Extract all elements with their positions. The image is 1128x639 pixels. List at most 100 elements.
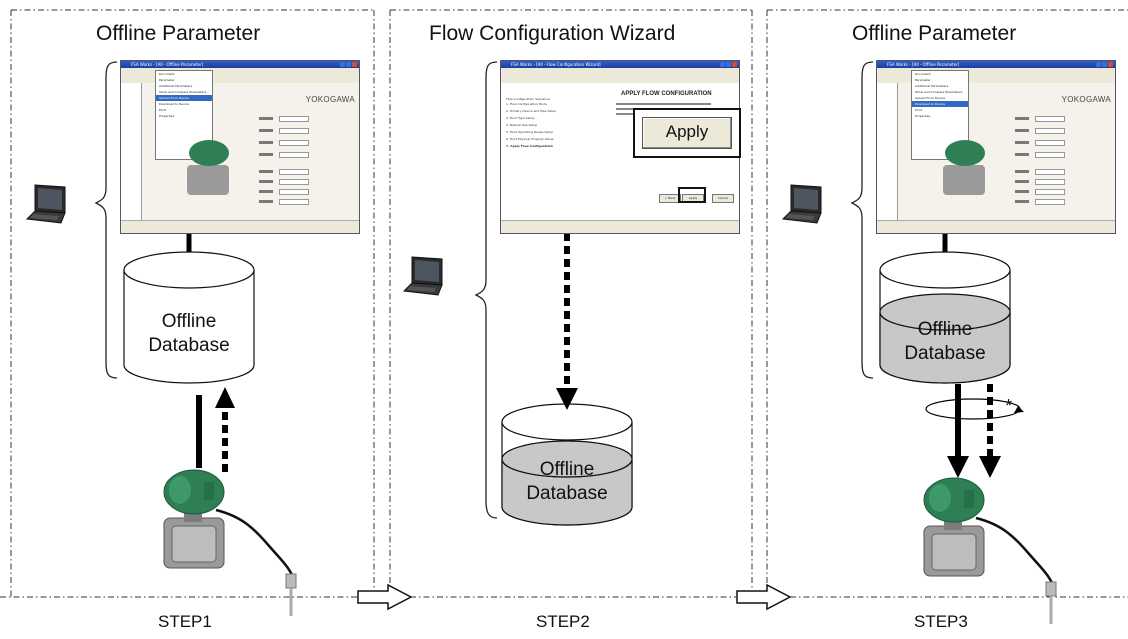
device-tree bbox=[877, 83, 898, 221]
param-field bbox=[279, 116, 309, 122]
window-title: FSA Works - [All - Flow Configuration Wi… bbox=[511, 62, 601, 67]
step-arrow-1-2 bbox=[357, 583, 413, 611]
menu-item-parameter: Parameter bbox=[159, 78, 175, 82]
param-field bbox=[1035, 128, 1065, 134]
param-field bbox=[279, 152, 309, 158]
minimize-icon bbox=[1096, 62, 1101, 67]
wizard-step: 6. Fluid Physical Property Setup bbox=[506, 137, 554, 141]
brace-2 bbox=[474, 61, 498, 519]
status-bar bbox=[121, 220, 359, 233]
database-cylinder-3 bbox=[879, 251, 1011, 384]
menu-item-additional: Additional Parameters bbox=[915, 84, 949, 88]
wizard-step: 5. Fluid Operating Range Setup bbox=[506, 130, 554, 134]
param-label bbox=[1015, 200, 1029, 203]
step3-dashed-arrowhead bbox=[979, 456, 1001, 478]
param-label bbox=[259, 170, 273, 173]
close-icon bbox=[732, 62, 737, 67]
param-label bbox=[1015, 153, 1029, 156]
menu-item-compare: Show and Compare Parameters bbox=[915, 90, 963, 94]
param-field bbox=[279, 189, 309, 195]
param-field bbox=[279, 128, 309, 134]
window-titlebar: FSA Works - [All - Offline Parameter] bbox=[121, 61, 359, 68]
close-icon bbox=[1108, 62, 1113, 67]
param-label bbox=[1015, 190, 1029, 193]
window-titlebar: FSA Works - [All - Flow Configuration Wi… bbox=[501, 61, 739, 68]
apply-zoom-callout: Apply bbox=[633, 108, 741, 158]
param-field bbox=[279, 199, 309, 205]
window-titlebar: FSA Works - [All - Offline Parameter] bbox=[877, 61, 1115, 68]
panel3-title: Offline Parameter bbox=[852, 22, 1017, 45]
step2-dashed-arrowhead bbox=[556, 388, 578, 410]
database-label-3-line1: Offline bbox=[917, 319, 973, 340]
step-arrow-2-3 bbox=[736, 583, 792, 611]
status-bar bbox=[501, 220, 739, 233]
database-label-3: Offline Database bbox=[880, 318, 1010, 366]
cancel-button[interactable]: Cancel bbox=[712, 194, 734, 203]
device-image-icon bbox=[943, 140, 985, 195]
param-label bbox=[1015, 129, 1029, 132]
wizard-step: Flow Configuration Sequence bbox=[506, 97, 550, 101]
maximize-icon bbox=[1102, 62, 1107, 67]
wizard-heading: APPLY FLOW CONFIGURATION bbox=[621, 91, 712, 97]
param-field bbox=[1035, 199, 1065, 205]
param-label bbox=[259, 200, 273, 203]
menu-item-print: Print bbox=[915, 108, 922, 112]
step1-label: STEP1 bbox=[158, 612, 212, 631]
database-label-2-line1: Offline bbox=[539, 459, 595, 480]
menu-item-download: Download to Device bbox=[912, 101, 968, 107]
database-label-1-line2: Database bbox=[148, 335, 230, 356]
param-label bbox=[1015, 141, 1029, 144]
menu-item-compare: Show and Compare Parameters bbox=[159, 90, 207, 94]
minimize-icon bbox=[720, 62, 725, 67]
param-field bbox=[279, 179, 309, 185]
param-label bbox=[1015, 170, 1029, 173]
menu-item-additional: Additional Parameters bbox=[159, 84, 193, 88]
menu-item-print: Print bbox=[159, 108, 166, 112]
param-label bbox=[1015, 180, 1029, 183]
database-label-1: Offline Database bbox=[124, 310, 254, 358]
database-cylinder-2 bbox=[501, 403, 633, 526]
panel-frames bbox=[0, 9, 1128, 598]
window-title: FSA Works - [All - Offline Parameter] bbox=[131, 62, 204, 67]
back-button[interactable]: < Back bbox=[659, 194, 681, 203]
param-label bbox=[1015, 117, 1029, 120]
menu-item-document: Document bbox=[159, 72, 175, 76]
param-field bbox=[1035, 140, 1065, 146]
transmitter-device-3 bbox=[923, 477, 1057, 624]
menu-item-upload: Upload From Device bbox=[156, 95, 212, 101]
close-icon bbox=[352, 62, 357, 67]
step1-dashed-arrowhead bbox=[215, 387, 235, 408]
param-label bbox=[259, 190, 273, 193]
brace-3 bbox=[850, 61, 874, 379]
wizard-step: 7. Apply Flow Configuration bbox=[506, 144, 553, 148]
wizard-step: 3. Fluid Type Setup bbox=[506, 116, 535, 120]
param-field bbox=[1035, 169, 1065, 175]
param-field bbox=[1035, 189, 1065, 195]
database-label-1-line1: Offline bbox=[161, 311, 217, 332]
maximize-icon bbox=[726, 62, 731, 67]
step3-solid-arrowhead bbox=[947, 456, 969, 478]
database-cylinder-1 bbox=[123, 251, 255, 384]
menu-bar bbox=[121, 68, 359, 74]
param-field bbox=[279, 140, 309, 146]
apply-button[interactable]: Apply bbox=[642, 117, 732, 149]
menu-item-properties: Properties bbox=[159, 114, 175, 118]
menu-item-document: Document bbox=[915, 72, 931, 76]
wizard-step: 4. Natural Gas Setup bbox=[506, 123, 538, 127]
laptop-icon-3 bbox=[781, 184, 822, 224]
database-label-3-line2: Database bbox=[904, 343, 986, 364]
wizard-step: 2. Primary Device and Pipe Setup bbox=[506, 109, 557, 113]
menu-item-properties: Properties bbox=[915, 114, 931, 118]
device-image-icon bbox=[187, 140, 229, 195]
maximize-icon bbox=[346, 62, 351, 67]
param-field bbox=[279, 169, 309, 175]
menu-item-upload: Upload From Device bbox=[915, 96, 946, 100]
menu-bar bbox=[877, 68, 1115, 74]
window-title: FSA Works - [All - Offline Parameter] bbox=[887, 62, 960, 67]
laptop-icon-2 bbox=[402, 256, 443, 296]
param-field bbox=[1035, 152, 1065, 158]
panel2-title: Flow Configuration Wizard bbox=[429, 22, 676, 45]
step3-ring-arrowhead bbox=[1014, 406, 1024, 413]
